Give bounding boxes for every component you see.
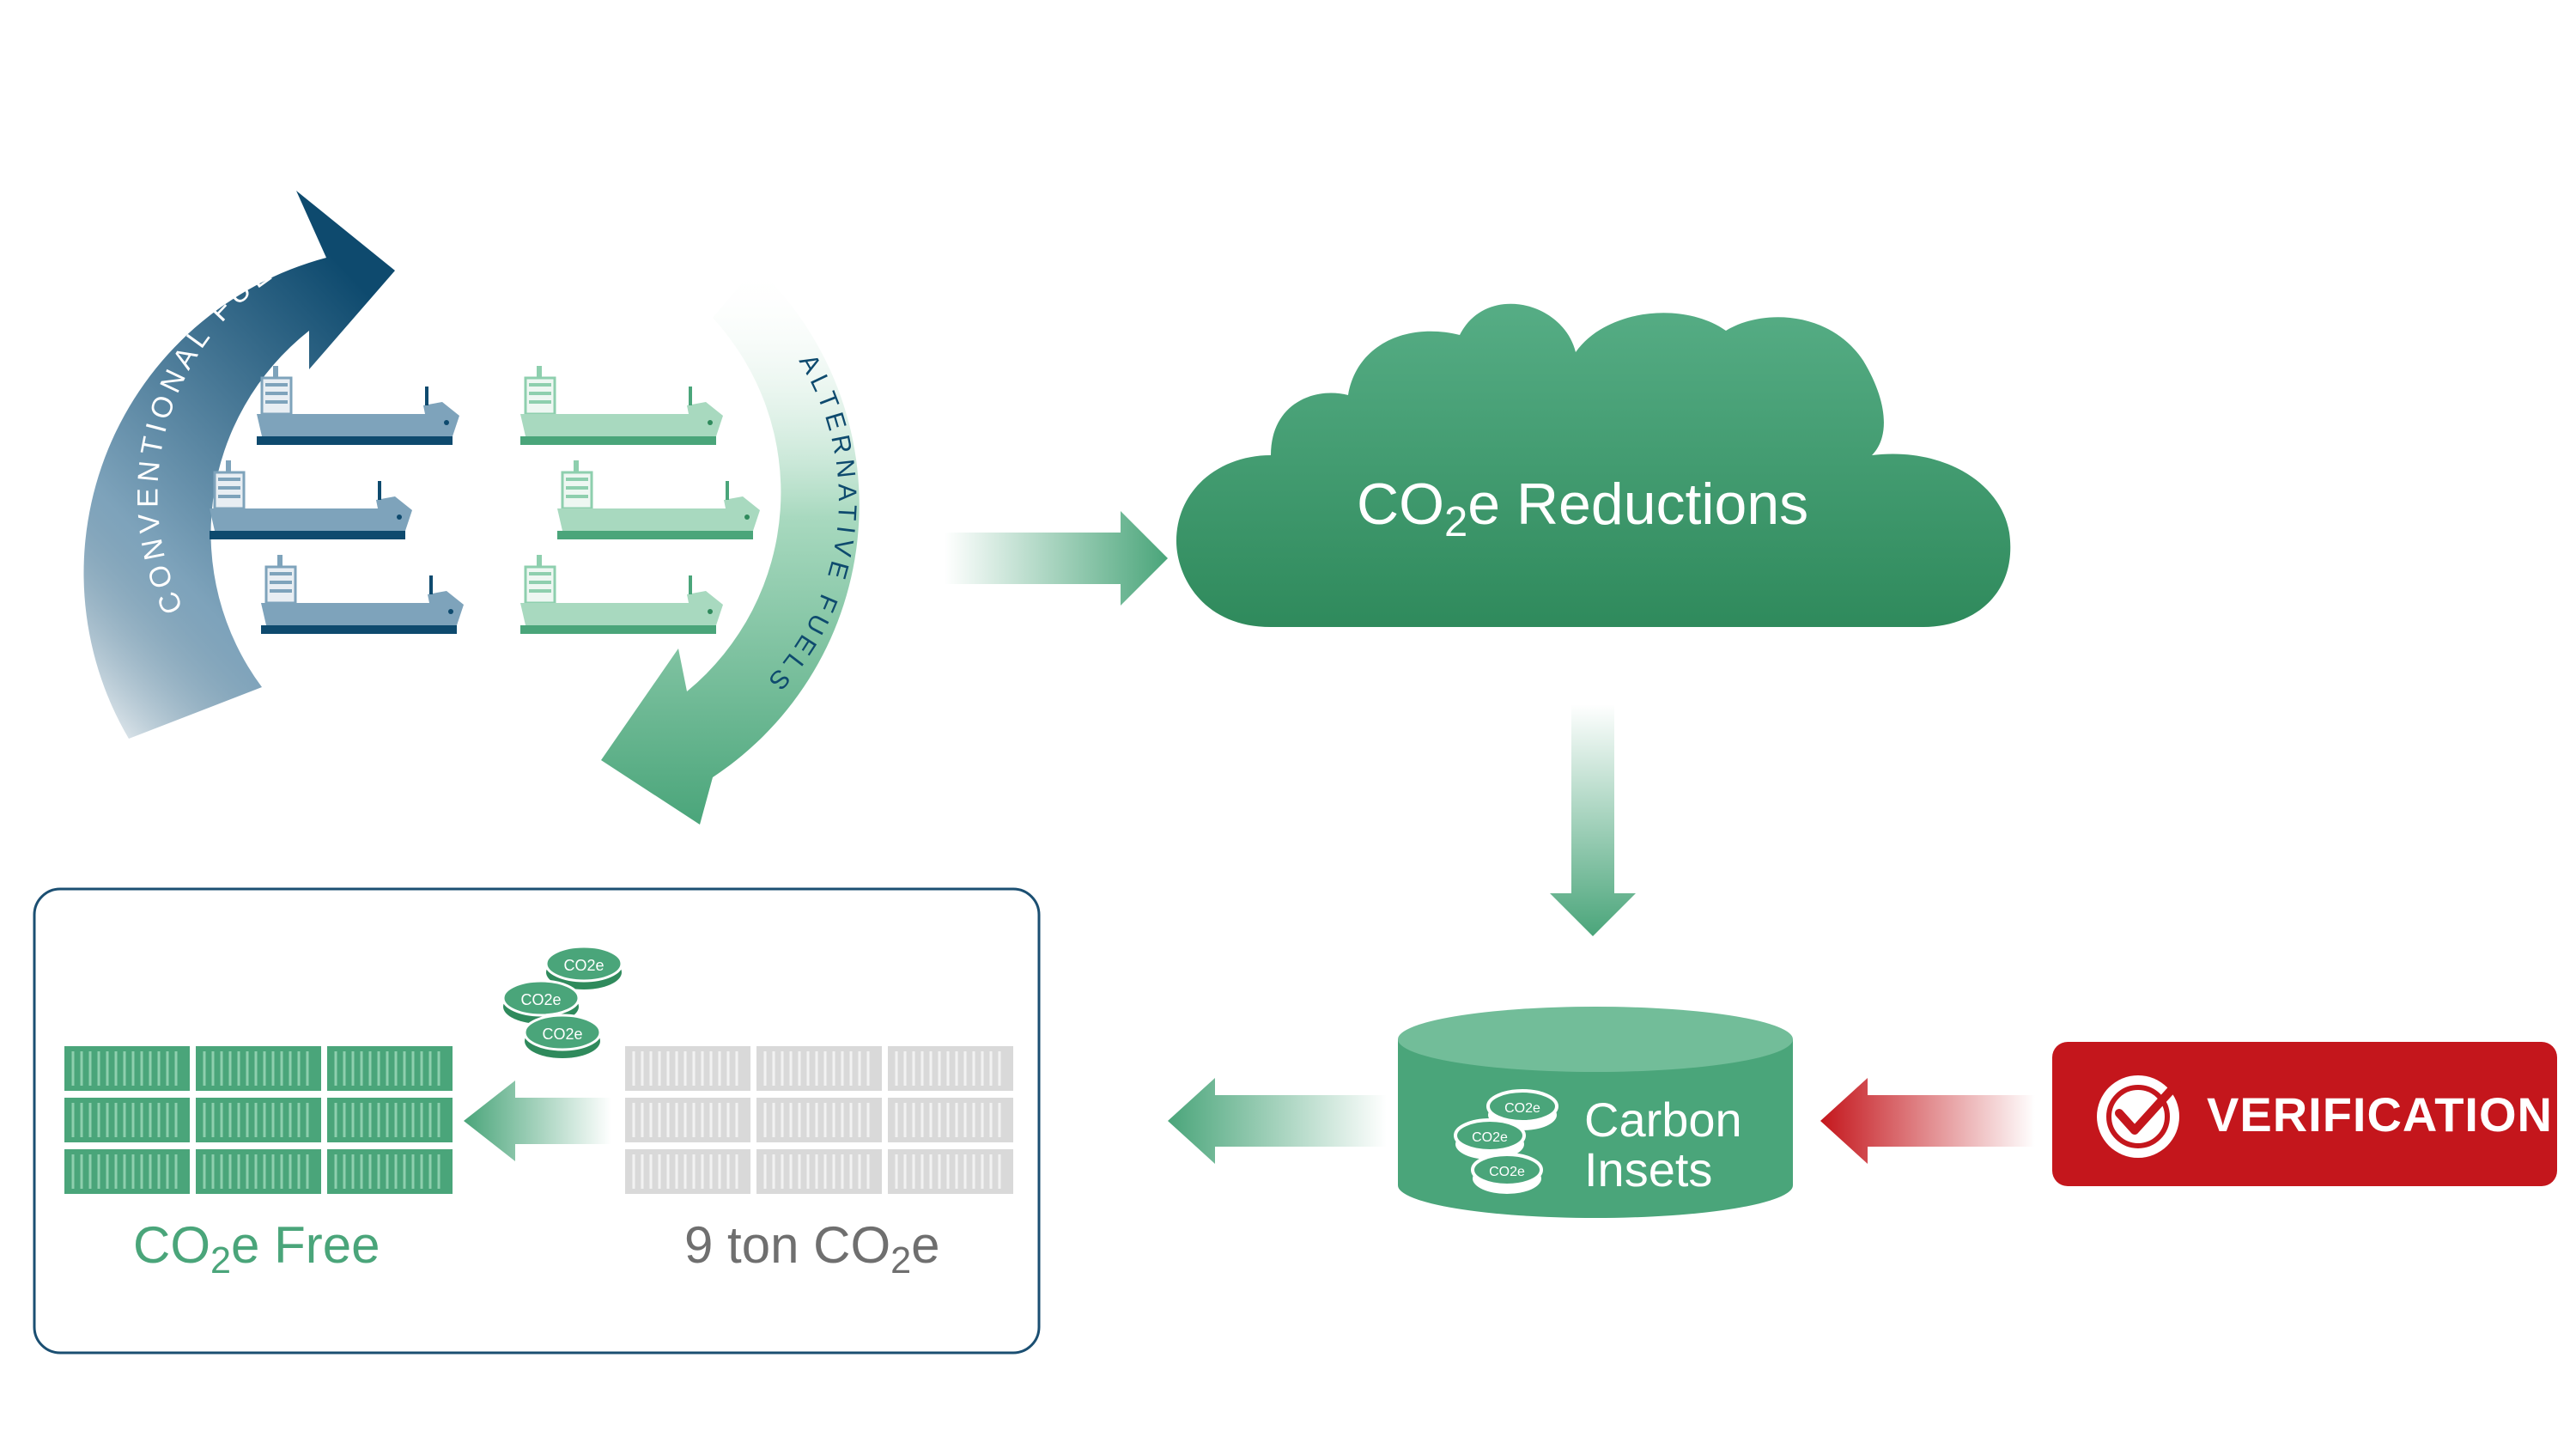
ship-icon: [208, 459, 414, 541]
reductions-cloud: [1176, 303, 2011, 627]
arrow-to-containers: [1168, 1078, 1387, 1164]
co2e-free-label: CO2e Free: [133, 1216, 380, 1282]
reductions-label: CO2e Reductions: [1357, 472, 1809, 545]
arrow-to-insets: [1550, 704, 1636, 936]
ship-icon: [519, 553, 725, 636]
ship-icon: [556, 459, 762, 541]
carbon-insets-tank: [1398, 1007, 1793, 1218]
arrow-offset: [464, 1081, 611, 1161]
co2e-free-containers: [63, 1044, 454, 1196]
alternative-ships: [519, 364, 762, 636]
arrow-to-reductions: [945, 511, 1168, 606]
alternative-fuels-arrow: ALTERNATIVE FUELS: [601, 266, 860, 825]
carbon-insets-label-line2: Insets: [1584, 1142, 1713, 1196]
container-panel: [33, 887, 1041, 1355]
ship-icon: [255, 364, 461, 447]
ship-icon: [259, 553, 465, 636]
arrow-from-verification: [1820, 1078, 2035, 1164]
verified-check-icon: [2097, 1075, 2181, 1158]
ship-icon: [519, 364, 725, 447]
verification-label: VERIFICATION: [2207, 1087, 2553, 1142]
verification-box: [2052, 1042, 2557, 1186]
carbon-insets-label-line1: Carbon: [1584, 1093, 1742, 1147]
emissions-label: 9 ton CO2e: [684, 1216, 940, 1282]
emitting-containers: [623, 1044, 1015, 1196]
conventional-ships: [208, 364, 465, 636]
